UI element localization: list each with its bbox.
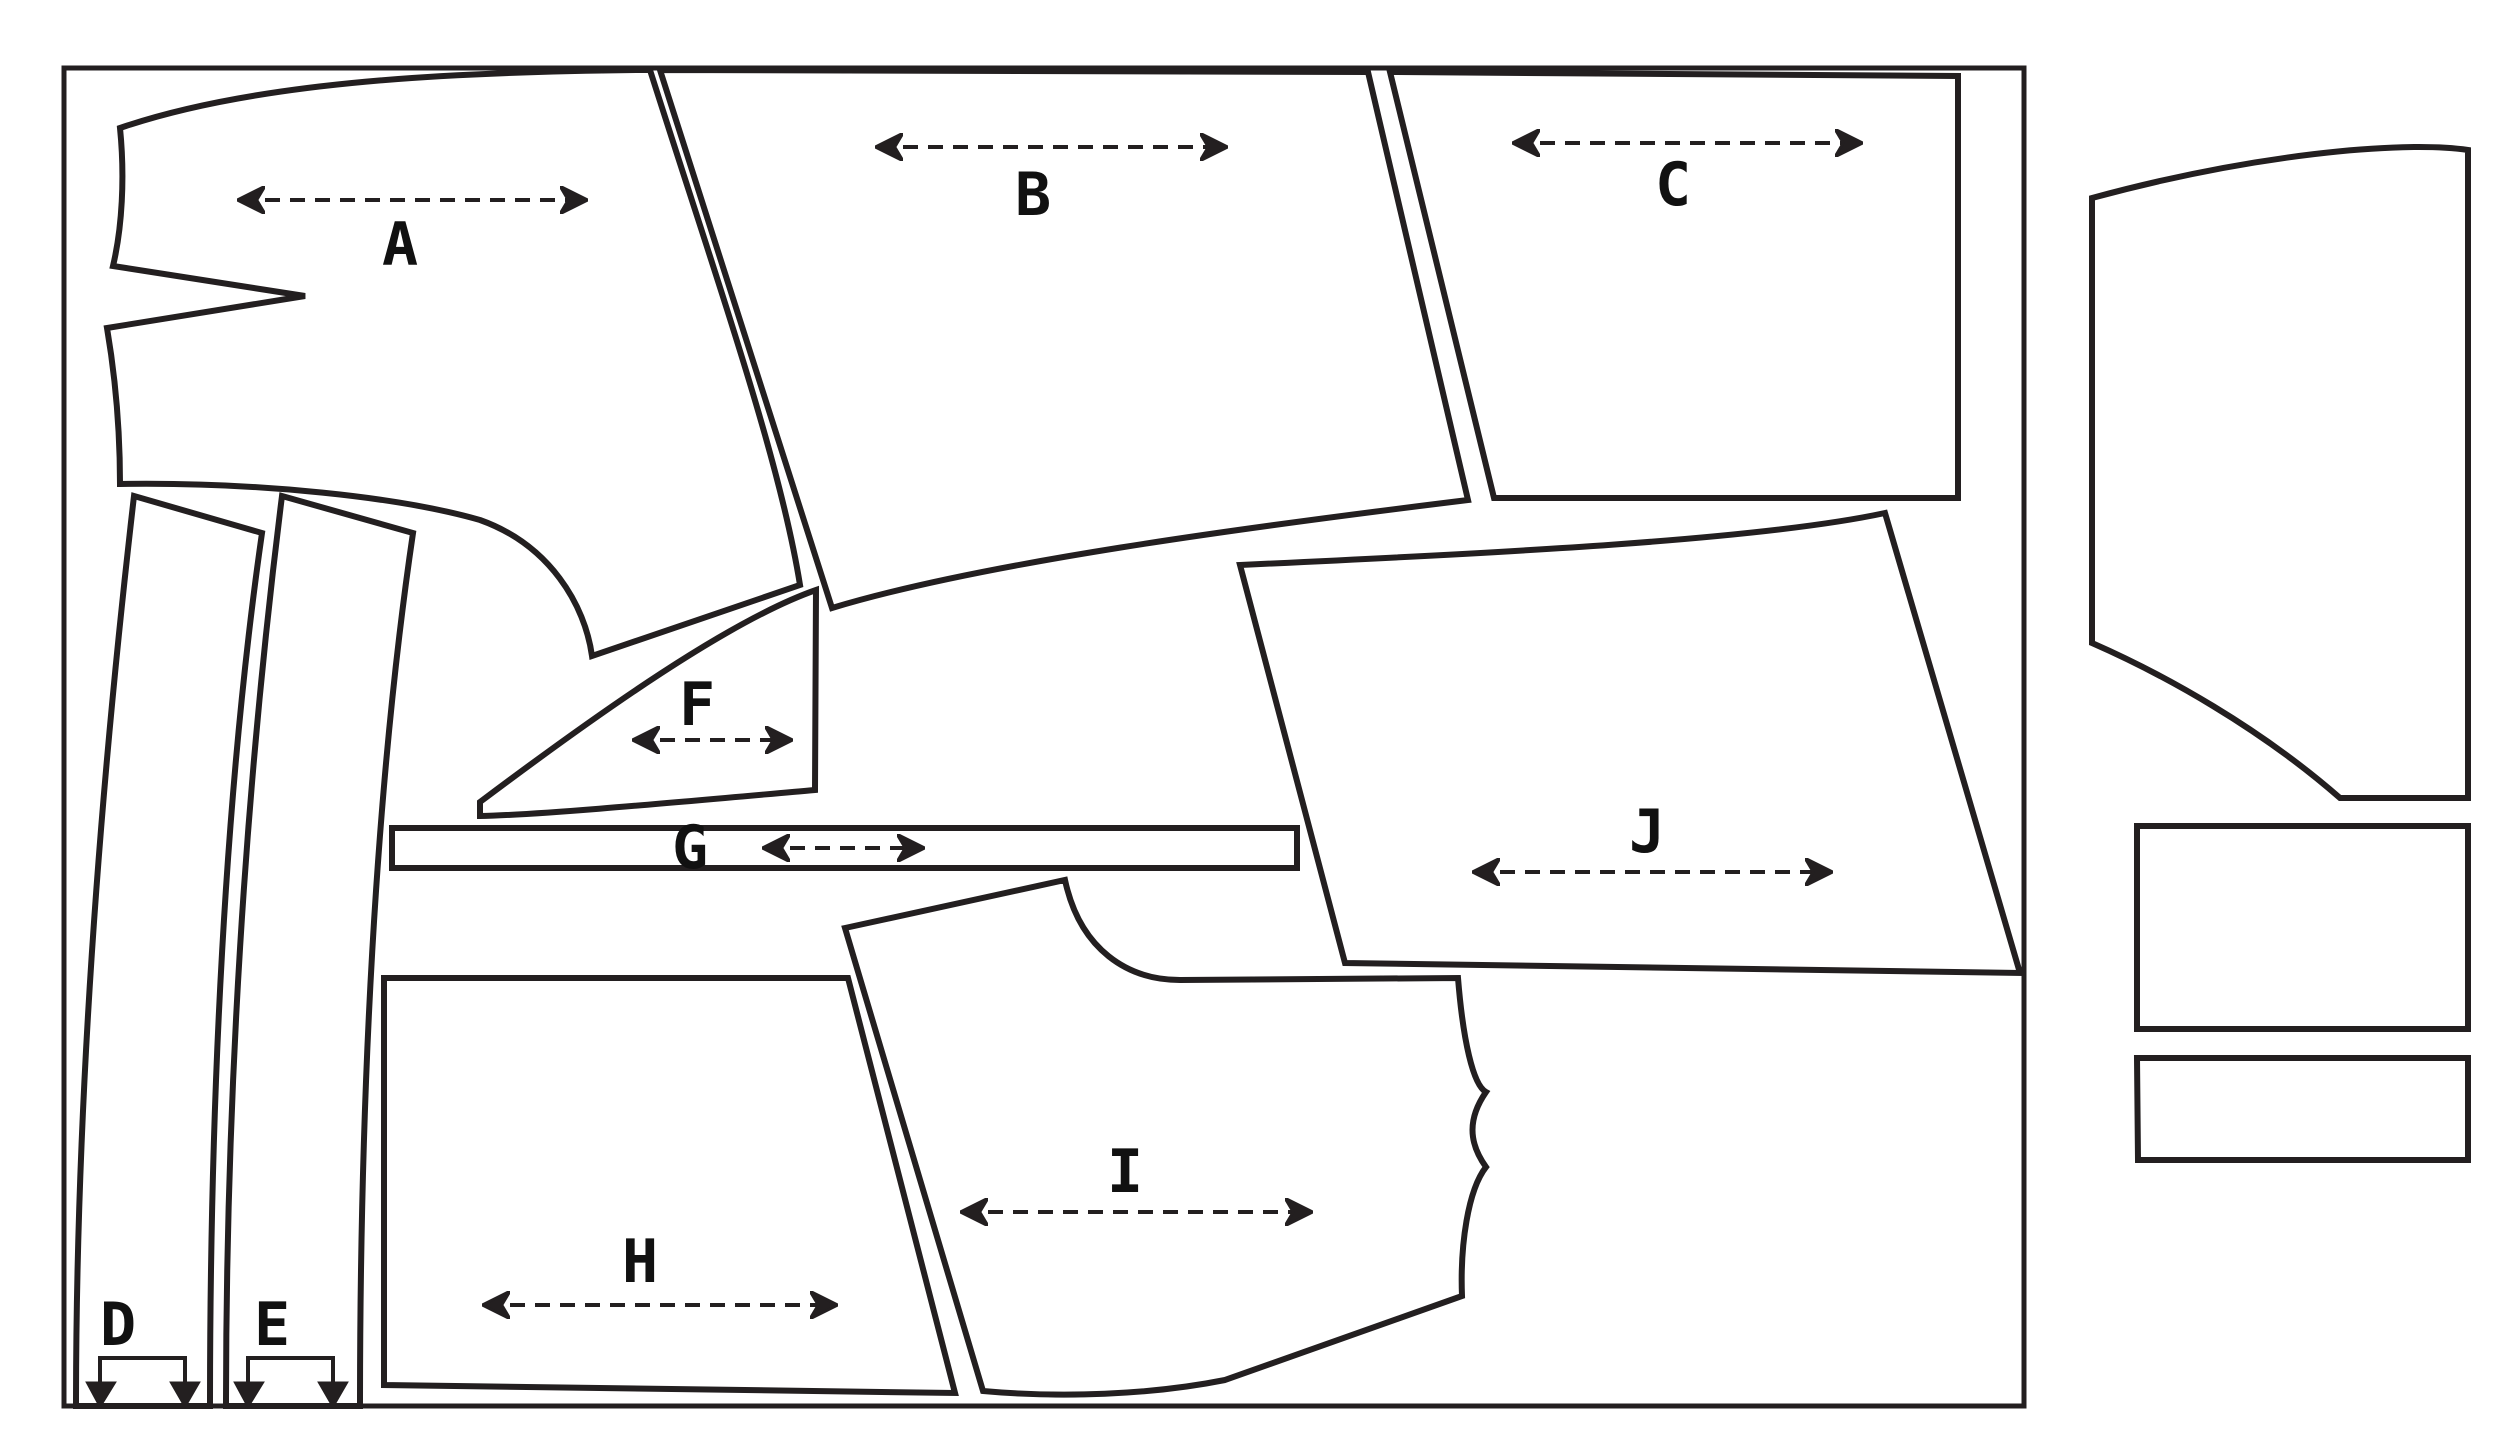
piece-c: C bbox=[1386, 68, 1961, 501]
piece-d: D bbox=[72, 492, 266, 1410]
piece-d-fold-arrow-left bbox=[85, 1381, 117, 1410]
piece-e: E bbox=[222, 492, 417, 1410]
unplaced-piece-rect-2-outline bbox=[2133, 1055, 2471, 1163]
piece-e-fold-arrow-left bbox=[233, 1381, 265, 1410]
piece-e-fold-marker bbox=[246, 1356, 335, 1400]
piece-j-label: J bbox=[1629, 797, 1665, 867]
piece-a-outline bbox=[103, 67, 804, 661]
piece-d-label: D bbox=[100, 1290, 136, 1360]
piece-d-fold-marker bbox=[98, 1356, 187, 1400]
piece-f: F bbox=[477, 585, 820, 820]
piece-h-outline bbox=[381, 975, 959, 1397]
piece-f-label: F bbox=[679, 670, 715, 740]
piece-e-label: E bbox=[254, 1290, 290, 1360]
piece-a-label: A bbox=[382, 210, 418, 280]
unplaced-piece-rect-1-outline bbox=[2134, 823, 2471, 1032]
piece-d-outline bbox=[72, 492, 266, 1409]
piece-f-outline bbox=[477, 585, 820, 820]
piece-g: G bbox=[389, 813, 1300, 883]
piece-b-outline bbox=[655, 66, 1472, 612]
piece-c-outline bbox=[1386, 68, 1961, 501]
piece-i: I bbox=[841, 876, 1491, 1398]
piece-j: J bbox=[1236, 509, 2025, 977]
piece-i-outline bbox=[841, 876, 1491, 1398]
piece-b-label: B bbox=[1015, 160, 1051, 230]
piece-e-outline bbox=[222, 492, 417, 1409]
unplaced-piece-large bbox=[2089, 144, 2471, 801]
piece-e-fold-arrow-right bbox=[317, 1381, 349, 1410]
piece-b: B bbox=[655, 66, 1472, 612]
unplaced-piece-rect-1 bbox=[2134, 823, 2471, 1032]
fabric-frame bbox=[61, 65, 2027, 1409]
piece-c-label: C bbox=[1655, 150, 1691, 220]
piece-h: H bbox=[381, 975, 959, 1397]
piece-h-label: H bbox=[622, 1227, 658, 1297]
piece-d-fold-arrow-right bbox=[169, 1381, 201, 1410]
unplaced-piece-large-outline bbox=[2089, 144, 2471, 801]
piece-a: A bbox=[103, 67, 804, 661]
piece-j-outline bbox=[1236, 509, 2025, 977]
unplaced-piece-rect-2 bbox=[2133, 1055, 2471, 1163]
piece-i-label: I bbox=[1107, 1137, 1143, 1207]
piece-g-label: G bbox=[672, 813, 708, 883]
